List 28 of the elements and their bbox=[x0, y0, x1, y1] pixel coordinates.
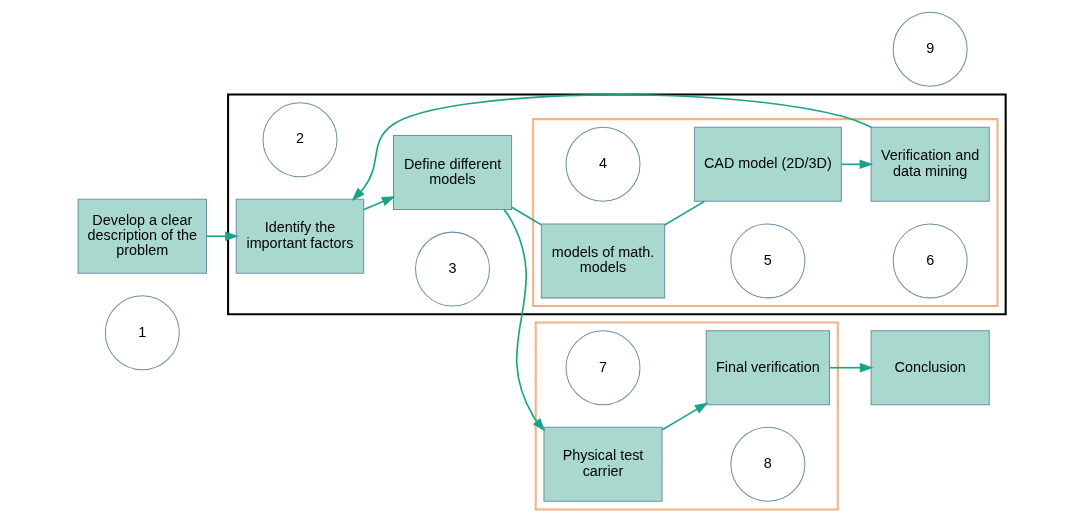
arrow bbox=[840, 159, 874, 170]
node-box: CAD model (2D/3D) bbox=[693, 126, 842, 202]
arrow bbox=[829, 362, 874, 373]
node-circle: 2 bbox=[262, 102, 338, 178]
node-circle: 3 bbox=[415, 231, 490, 307]
node-circle: 7 bbox=[565, 330, 641, 406]
connector bbox=[663, 200, 706, 226]
arrow bbox=[661, 402, 709, 431]
cluster bbox=[532, 118, 999, 308]
node-box: Define different models bbox=[392, 135, 513, 211]
connector bbox=[510, 206, 542, 226]
node-box: Verification and data mining bbox=[870, 126, 990, 202]
node-circle: 6 bbox=[892, 223, 968, 299]
node-box: Conclusion bbox=[870, 330, 990, 406]
node-circle: 5 bbox=[730, 223, 806, 299]
node-box: Develop a clear description of the problem bbox=[77, 198, 208, 274]
node-circle: 1 bbox=[104, 295, 180, 371]
node-box: Physical test carrier bbox=[543, 426, 663, 502]
arrow bbox=[503, 208, 546, 432]
arrow bbox=[205, 231, 239, 241]
node-box: models of math. models bbox=[540, 223, 666, 299]
node-circle: 9 bbox=[892, 11, 968, 87]
arrow bbox=[363, 196, 396, 211]
node-box: Final verification bbox=[705, 330, 831, 406]
node-box: Identify the important factors bbox=[235, 198, 365, 274]
node-circle: 8 bbox=[730, 426, 806, 502]
node-circle: 4 bbox=[565, 126, 641, 202]
arrow bbox=[351, 94, 873, 201]
